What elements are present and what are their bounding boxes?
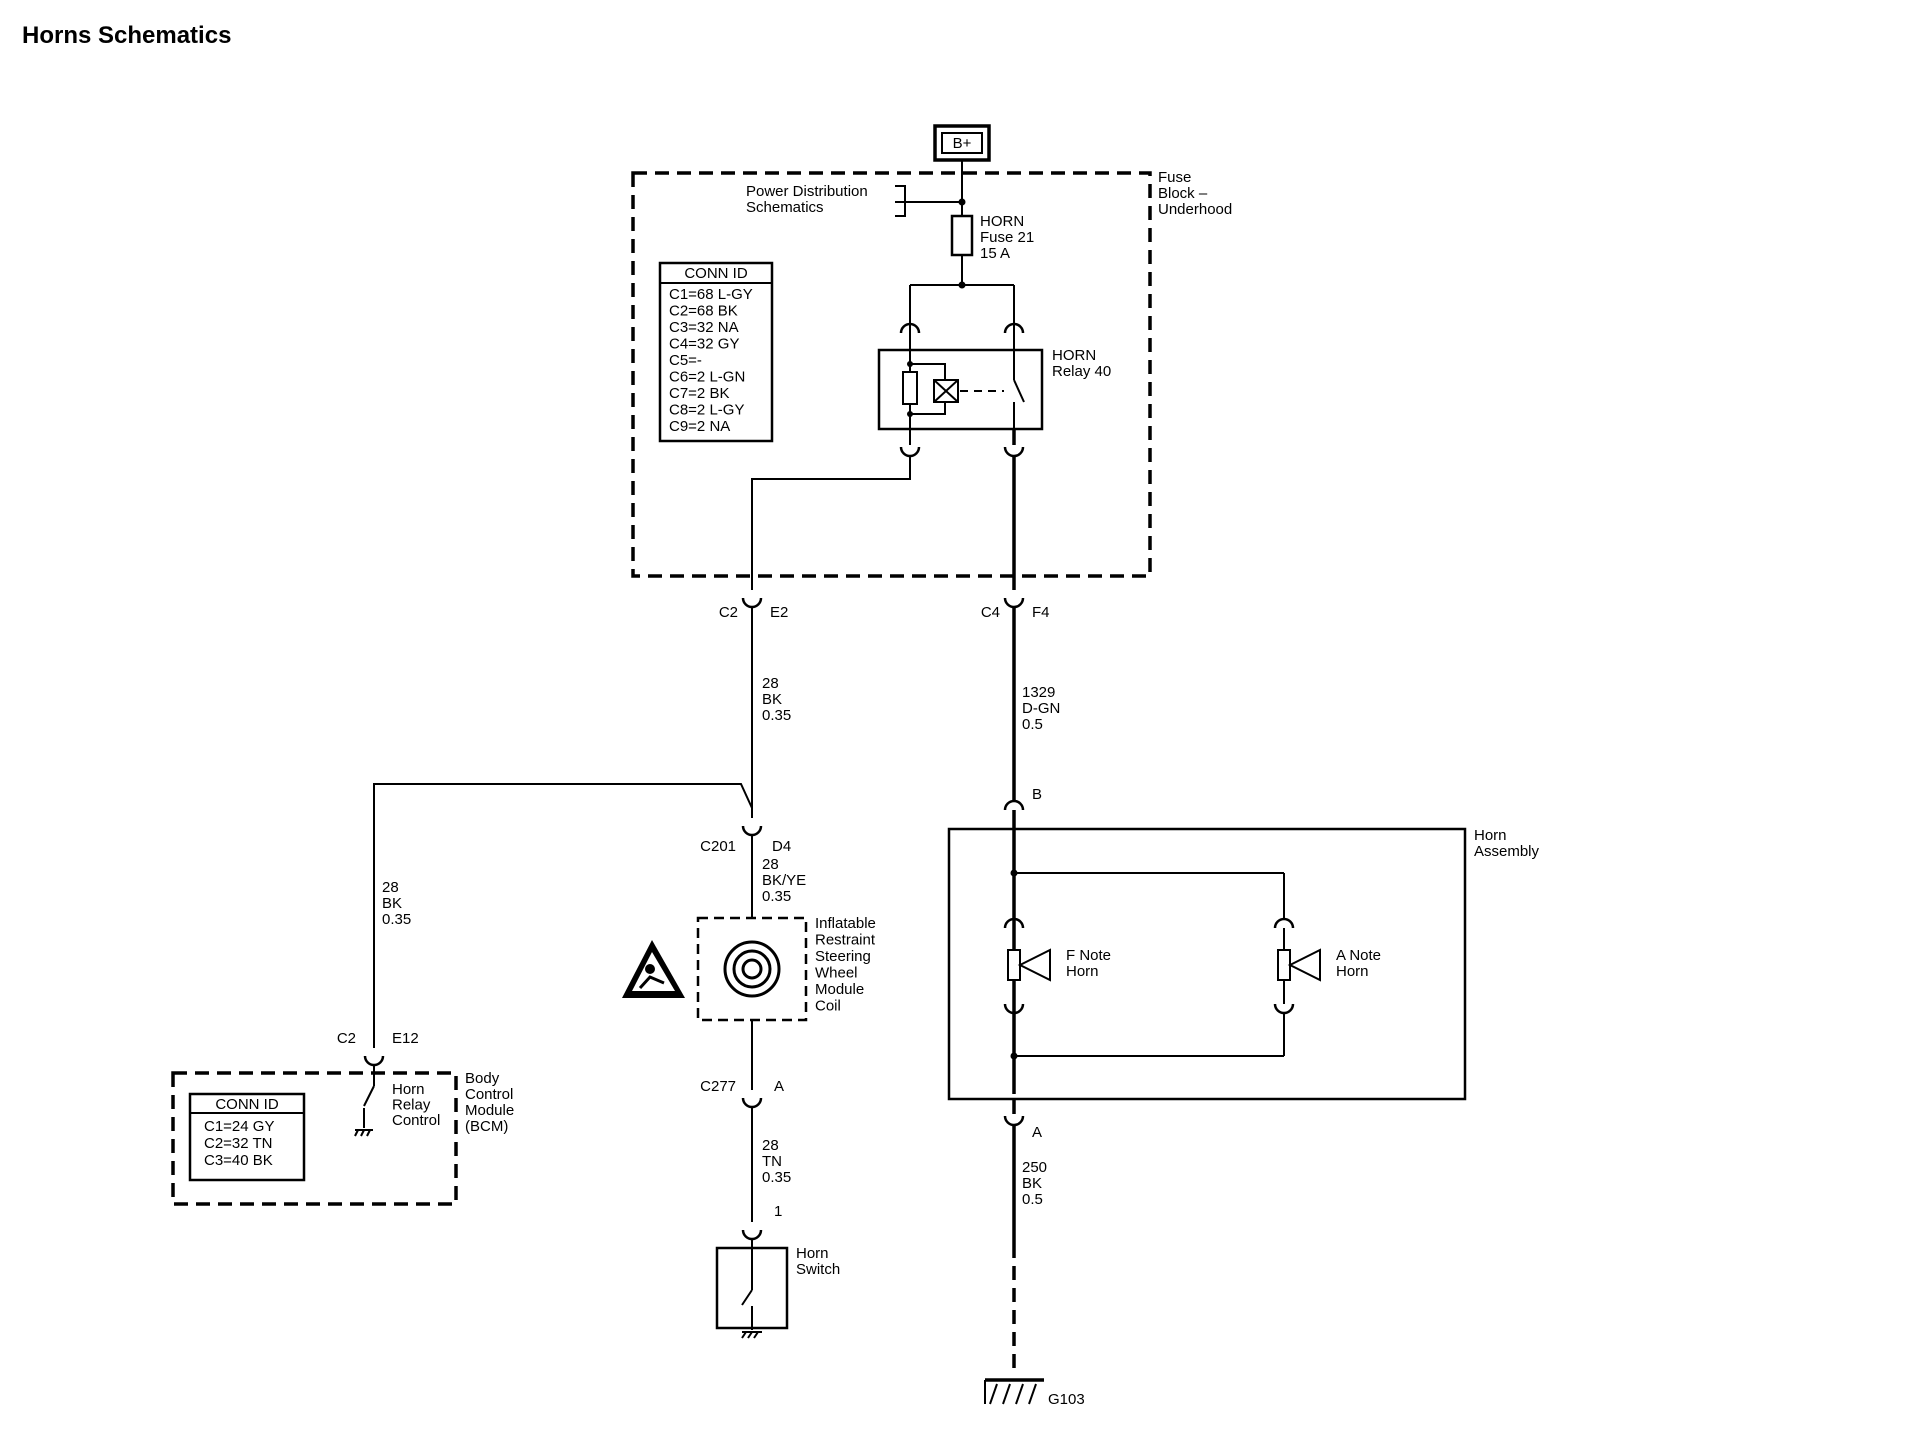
- conn-id-entry: C3=32 NA: [669, 319, 739, 336]
- horn-assembly-pin-a-label: A: [1032, 1124, 1042, 1141]
- connector-d4-label: D4: [772, 838, 791, 855]
- connector-c201-d4: [741, 825, 763, 837]
- b-plus-box: [933, 124, 991, 162]
- conn-id-entry: C1=24 GY: [204, 1118, 274, 1135]
- wire-28-bk-bcm: [373, 783, 753, 1048]
- conn-id-entry: C6=2 L-GN: [669, 369, 745, 386]
- bcm-boundary: [171, 1071, 458, 1206]
- relay-pin: [899, 446, 921, 458]
- fuse-block-conn-id-table: [658, 261, 774, 443]
- power-dist-ref-bracket: [895, 185, 906, 217]
- connector-c277-label: C277: [700, 1078, 736, 1095]
- connector-c4-label: C4: [981, 604, 1000, 621]
- conn-id-entry: C8=2 L-GY: [669, 402, 744, 419]
- f-note-horn-icon: [1017, 948, 1051, 982]
- conn-id-entry: C4=32 GY: [669, 336, 739, 353]
- b-plus-label: B+: [953, 135, 972, 152]
- connector-c4-f4: [1003, 597, 1025, 609]
- conn-id-entry: C7=2 BK: [669, 385, 729, 402]
- relay-coil-wire: [751, 456, 911, 590]
- fuse-block-conn-id-header: CONN ID: [684, 265, 748, 282]
- bcm-conn-id-table: [188, 1092, 306, 1182]
- horn-switch-contact: [741, 1289, 753, 1306]
- conn-id-entry: C3=40 BK: [204, 1152, 273, 1169]
- connector-bcm-e12-label: E12: [392, 1030, 419, 1047]
- connector-c277-a-label: A: [774, 1078, 784, 1095]
- horn-switch-pin: [741, 1229, 763, 1241]
- conn-id-entry: C2=32 TN: [204, 1135, 273, 1152]
- horn-assembly-pin-b: [1003, 799, 1025, 811]
- connector-c2-e2: [741, 597, 763, 609]
- relay-pin: [899, 322, 921, 334]
- relay-resistor: [902, 371, 918, 405]
- a-note-horn-icon: [1287, 948, 1321, 982]
- connector-bcm-c2-e12: [363, 1055, 385, 1067]
- horn-relay-control-switch: [363, 1085, 375, 1107]
- horn-assembly-boundary: [947, 827, 1467, 1101]
- conn-id-entry: C5=-: [669, 352, 702, 369]
- conn-id-entry: C1=68 L-GY: [669, 286, 753, 303]
- ground-g103-label: G103: [1048, 1391, 1085, 1408]
- fuse-block-boundary: [631, 171, 1152, 578]
- connector-c277-a: [741, 1097, 763, 1109]
- horn-fuse: [950, 214, 974, 257]
- page-title: Horns Schematics: [22, 22, 232, 49]
- relay-pin: [1003, 446, 1025, 458]
- conn-id-entry: C2=68 BK: [669, 303, 738, 320]
- connector-c201-label: C201: [700, 838, 736, 855]
- conn-id-entry: C9=2 NA: [669, 418, 730, 435]
- relay-pin: [1003, 322, 1025, 334]
- connector-f4-label: F4: [1032, 604, 1050, 621]
- horn-assembly-pin-b-label: B: [1032, 786, 1042, 803]
- horn-assembly-pin-a: [1003, 1115, 1025, 1127]
- relay-contact: [1013, 379, 1025, 403]
- connector-c2-label: C2: [719, 604, 738, 621]
- bcm-conn-id-header: CONN ID: [215, 1096, 279, 1113]
- connector-e2-label: E2: [770, 604, 788, 621]
- horn-switch-pin-label: 1: [774, 1203, 782, 1220]
- connector-bcm-c2-label: C2: [337, 1030, 356, 1047]
